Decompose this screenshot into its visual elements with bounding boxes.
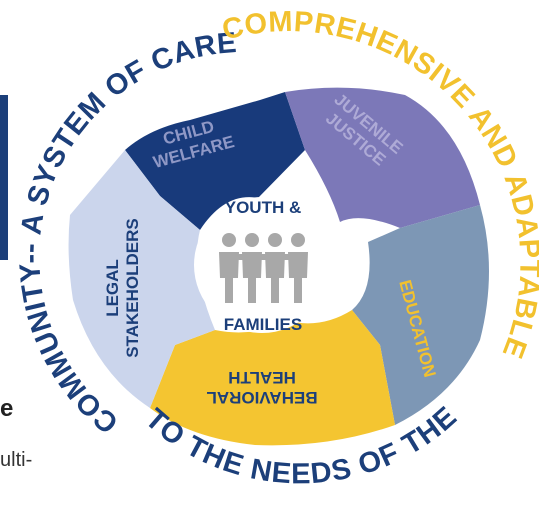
segment-child-welfare (125, 92, 305, 230)
cropped-body-text: ulti- (0, 449, 33, 471)
behavioral-health-label-line-1: BEHAVIORAL (206, 388, 317, 407)
linked-arms (236, 254, 292, 260)
center-bottom-text: FAMILIES (224, 315, 302, 334)
legal-stakeholders-label: LEGAL STAKEHOLDERS (103, 218, 142, 357)
people-group-icon (219, 233, 308, 303)
center-top-text: YOUTH & (225, 198, 302, 217)
segment-education (352, 205, 489, 425)
segment-legal-stakeholders (68, 150, 215, 408)
person-icon (219, 233, 239, 303)
person-icon (242, 233, 262, 303)
segment-juvenile-justice (285, 87, 480, 228)
legal-stakeholders-label-line-1: LEGAL (103, 259, 122, 317)
legal-stakeholders-label-line-2: STAKEHOLDERS (123, 218, 142, 357)
behavioral-health-label-line-2: HEALTH (228, 368, 296, 387)
person-icon (288, 233, 308, 303)
cropped-bold-text: e (0, 395, 14, 422)
segment-behavioral-health (150, 310, 395, 446)
left-edge-bar (0, 95, 8, 260)
center-hub (194, 197, 330, 333)
behavioral-health-label: BEHAVIORAL HEALTH (206, 368, 317, 407)
person-icon (265, 233, 285, 303)
